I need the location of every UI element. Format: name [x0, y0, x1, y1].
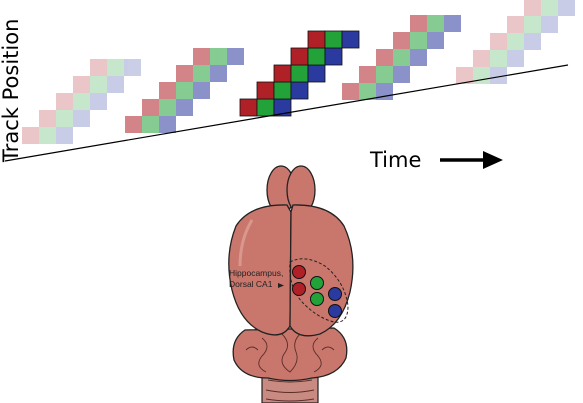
sequence-2-cell-square	[176, 99, 193, 116]
sequence-1-cell-square	[73, 93, 90, 110]
sequence-5-cell-square	[507, 16, 524, 33]
sequence-1-cell-square	[56, 127, 73, 144]
time-label: Time	[369, 148, 421, 172]
sequence-4-cell-square	[393, 49, 410, 66]
sequence-2-cell-square	[193, 82, 210, 99]
sequence-2-cell-square	[193, 48, 210, 65]
sequence-3-cell-square	[290, 81, 309, 100]
sequence-3	[239, 30, 360, 117]
sequence-3-cell-square	[307, 30, 326, 49]
trajectory-line	[4, 64, 569, 162]
sequence-2	[125, 48, 244, 133]
sequence-2-cell-square	[210, 48, 227, 65]
right-hemisphere	[289, 204, 354, 337]
place-cells	[292, 265, 342, 318]
sequence-2-cell-square	[159, 99, 176, 116]
sequence-3-cell-square	[290, 47, 309, 66]
sequence-2-cell-square	[227, 48, 244, 65]
sequence-3-cell-square	[341, 30, 360, 49]
sequence-3-cell-square	[324, 47, 343, 66]
sequence-3-cell-square	[290, 64, 309, 83]
sequence-3-cell-square	[256, 81, 275, 100]
sequence-4-cell-square	[376, 49, 393, 66]
sequence-2-cell-square	[125, 116, 142, 133]
sequence-5-cell-square	[541, 0, 558, 16]
sequence-1-cell-square	[90, 59, 107, 76]
sequence-2-cell-square	[159, 116, 176, 133]
sequence-5-cell-square	[507, 50, 524, 67]
sequence-5-cell-square	[490, 33, 507, 50]
sequence-5-cell-square	[507, 33, 524, 50]
sequence-5-cell-square	[473, 50, 490, 67]
sequence-1-cell-square	[56, 110, 73, 127]
sequence-1-cell-square	[90, 76, 107, 93]
sequence-4	[342, 15, 461, 100]
sequence-3-cell-square	[307, 47, 326, 66]
sequence-5-cell-square	[490, 50, 507, 67]
sequence-2-cell-square	[159, 82, 176, 99]
sequence-5-cell-square	[473, 67, 490, 84]
sequence-5-cell-square	[524, 16, 541, 33]
sequence-5	[456, 0, 575, 84]
place-cell-6	[328, 304, 342, 318]
place-cell-2	[292, 282, 306, 296]
sequence-4-cell-square	[410, 49, 427, 66]
sequence-4-cell-square	[444, 15, 461, 32]
sequence-2-cell-square	[193, 65, 210, 82]
sequence-1-cell-square	[90, 93, 107, 110]
sequence-2-cell-square	[142, 116, 159, 133]
label-pointer-icon	[278, 283, 284, 288]
sequence-1-cell-square	[39, 110, 56, 127]
sequence-4-cell-square	[342, 83, 359, 100]
sequence-4-cell-square	[376, 66, 393, 83]
sequence-1-cell-square	[22, 127, 39, 144]
right-arrow-icon	[440, 151, 503, 169]
rodent-brain-illustration: Hippocampus, Dorsal CA1	[228, 165, 354, 403]
sequence-3-cell-square	[239, 98, 258, 117]
sequence-4-cell-square	[410, 32, 427, 49]
place-cell-sequences	[22, 0, 575, 144]
place-cell-3	[310, 276, 324, 290]
sequence-4-cell-square	[410, 15, 427, 32]
sequence-2-cell-square	[210, 65, 227, 82]
sequence-4-cell-square	[359, 83, 376, 100]
sequence-4-cell-square	[359, 66, 376, 83]
sequence-3-cell-square	[273, 64, 292, 83]
sequence-1-cell-square	[124, 59, 141, 76]
cerebellum	[232, 327, 348, 382]
sequence-2-cell-square	[176, 65, 193, 82]
place-cell-4	[310, 292, 324, 306]
sequence-4-cell-square	[427, 32, 444, 49]
brain-label-line2: Dorsal CA1	[229, 279, 273, 289]
sequence-1-cell-square	[73, 110, 90, 127]
sequence-1	[22, 59, 141, 144]
y-axis-label: Track Position	[0, 19, 23, 163]
sequence-3-cell-square	[256, 98, 275, 117]
sequence-4-cell-square	[427, 15, 444, 32]
sequence-5-cell-square	[524, 0, 541, 16]
brain-label-line1: Hippocampus,	[229, 268, 283, 278]
sequence-1-cell-square	[107, 59, 124, 76]
sequence-2-cell-square	[176, 82, 193, 99]
sequence-3-cell-square	[324, 30, 343, 49]
place-cell-5	[328, 287, 342, 301]
sequence-3-cell-square	[307, 64, 326, 83]
sequence-1-cell-square	[56, 93, 73, 110]
sequence-4-cell-square	[393, 32, 410, 49]
sequence-4-cell-square	[393, 66, 410, 83]
sequence-5-cell-square	[558, 0, 575, 16]
sequence-3-cell-square	[273, 81, 292, 100]
sequence-5-cell-square	[490, 67, 507, 84]
sequence-5-cell-square	[541, 16, 558, 33]
sequence-5-cell-square	[524, 33, 541, 50]
sequence-1-cell-square	[107, 76, 124, 93]
sequence-2-cell-square	[142, 99, 159, 116]
sequence-1-cell-square	[73, 76, 90, 93]
sequence-1-cell-square	[39, 127, 56, 144]
ca1-region-outline	[289, 258, 349, 323]
place-cell-1	[292, 265, 306, 279]
sequence-5-cell-square	[456, 67, 473, 84]
